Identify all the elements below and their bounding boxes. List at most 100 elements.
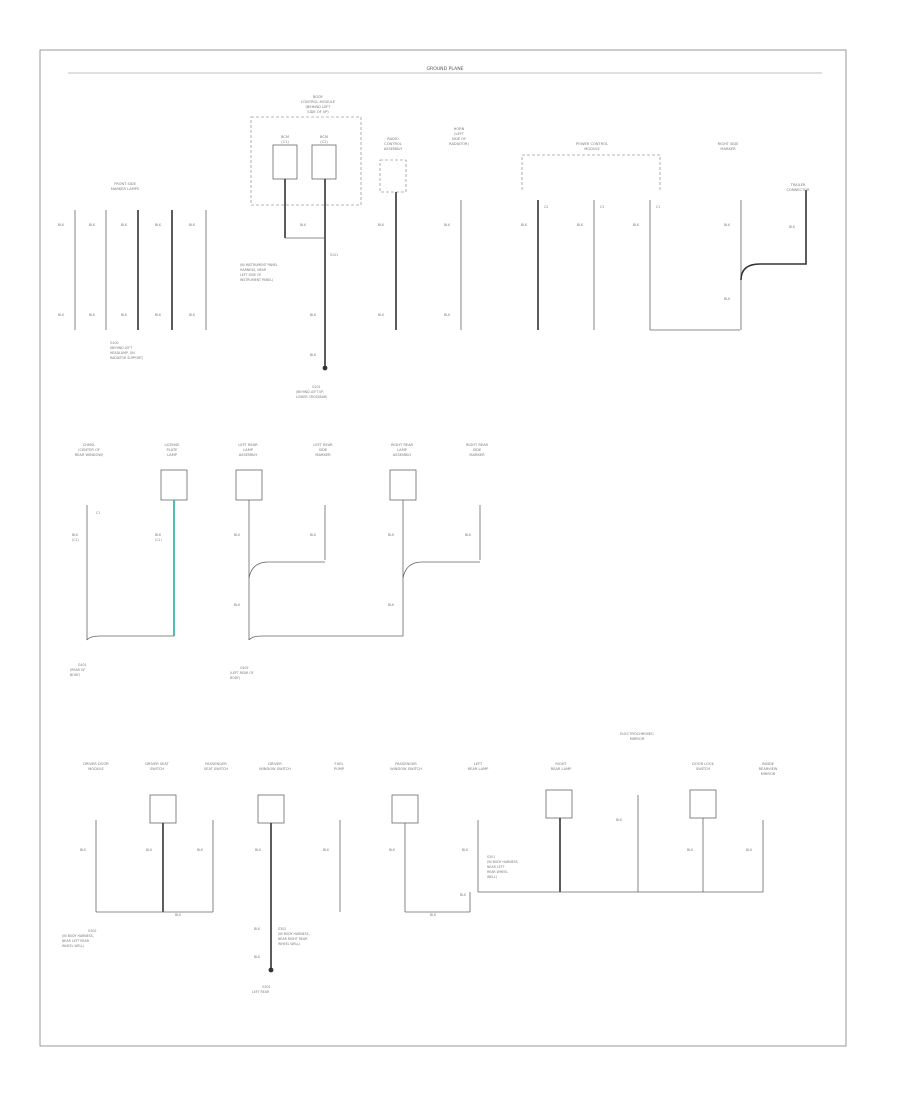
svg-text:(BEHIND LEFT: (BEHIND LEFT: [306, 105, 332, 109]
svg-text:(IN BODY HARNESS,: (IN BODY HARNESS,: [278, 932, 310, 936]
svg-text:BLK: BLK: [444, 313, 451, 317]
svg-text:CONNECTOR: CONNECTOR: [786, 188, 810, 192]
svg-text:G100: G100: [110, 341, 119, 345]
svg-text:BLK: BLK: [378, 223, 385, 227]
svg-text:(C1): (C1): [281, 140, 289, 144]
svg-text:DOOR LOCK: DOOR LOCK: [692, 762, 714, 766]
svg-text:DRIVER DOOR: DRIVER DOOR: [83, 762, 109, 766]
svg-text:BLK: BLK: [388, 603, 395, 607]
svg-text:MARKER: MARKER: [720, 147, 736, 151]
svg-text:MIRROR: MIRROR: [630, 737, 645, 741]
svg-text:S301: S301: [487, 855, 495, 859]
svg-text:SWITCH: SWITCH: [150, 767, 164, 771]
svg-text:BLK: BLK: [388, 533, 395, 537]
svg-text:REARVIEW: REARVIEW: [759, 767, 778, 771]
svg-text:BCM: BCM: [281, 135, 289, 139]
svg-text:WINDOW SWITCH: WINDOW SWITCH: [259, 767, 291, 771]
svg-text:BLK: BLK: [234, 603, 241, 607]
svg-text:G402: G402: [240, 666, 249, 670]
svg-text:LOWER CROSSBAR): LOWER CROSSBAR): [296, 395, 327, 399]
svg-text:SIDE: SIDE: [319, 448, 328, 452]
svg-text:BLK: BLK: [80, 848, 87, 852]
center-module: BODY CONTROL MODULE (BEHIND LEFT SIDE OF…: [240, 95, 362, 399]
svg-text:BLK: BLK: [146, 848, 153, 852]
svg-text:RADIATOR): RADIATOR): [449, 142, 469, 146]
svg-text:C1: C1: [656, 205, 660, 209]
svg-text:SIDE OF I/P): SIDE OF I/P): [307, 110, 329, 114]
svg-text:PLATE: PLATE: [167, 448, 179, 452]
svg-text:G201: G201: [312, 385, 321, 389]
svg-text:SEAT SWITCH: SEAT SWITCH: [204, 767, 228, 771]
svg-text:RIGHT REAR: RIGHT REAR: [391, 443, 414, 447]
svg-text:MARKER: MARKER: [315, 453, 331, 457]
svg-text:REAR LAMP: REAR LAMP: [551, 767, 573, 771]
svg-text:BLK: BLK: [616, 818, 623, 822]
svg-text:HORN: HORN: [454, 127, 465, 131]
svg-text:ASSEMBLY: ASSEMBLY: [239, 453, 258, 457]
svg-text:BLK: BLK: [89, 313, 96, 317]
svg-text:SWITCH: SWITCH: [696, 767, 710, 771]
svg-text:(IN BODY HARNESS: (IN BODY HARNESS: [487, 860, 518, 864]
svg-text:FUEL: FUEL: [335, 762, 344, 766]
svg-text:ELECTROCHROMIC: ELECTROCHROMIC: [620, 732, 654, 736]
svg-text:DRIVER: DRIVER: [268, 762, 282, 766]
svg-text:BLK: BLK: [724, 297, 731, 301]
svg-text:INSTRUMENT PANEL): INSTRUMENT PANEL): [240, 278, 273, 282]
svg-text:POWER CONTROL: POWER CONTROL: [576, 142, 608, 146]
svg-text:BCM: BCM: [320, 135, 328, 139]
svg-text:BLK: BLK: [58, 313, 65, 317]
svg-text:BLK: BLK: [300, 223, 307, 227]
svg-text:(C2): (C2): [320, 140, 328, 144]
svg-text:LAMP: LAMP: [243, 448, 254, 452]
svg-text:BLK: BLK: [254, 955, 261, 959]
svg-text:LAMP: LAMP: [397, 448, 408, 452]
svg-text:BLK: BLK: [72, 533, 79, 537]
svg-text:LEFT REAR: LEFT REAR: [252, 990, 270, 994]
svg-text:WINDOW SWITCH: WINDOW SWITCH: [390, 767, 422, 771]
svg-text:BODY: BODY: [313, 95, 324, 99]
svg-text:FRONT SIDE: FRONT SIDE: [114, 182, 137, 186]
svg-text:BLK: BLK: [444, 223, 451, 227]
svg-text:BLK: BLK: [310, 353, 317, 357]
svg-text:BLK: BLK: [189, 313, 196, 317]
svg-text:RIGHT REAR: RIGHT REAR: [466, 443, 489, 447]
svg-text:BLK: BLK: [189, 223, 196, 227]
svg-text:HEADLAMP, ON: HEADLAMP, ON: [110, 351, 135, 355]
svg-text:BLK: BLK: [789, 225, 796, 229]
svg-text:BLK: BLK: [155, 533, 162, 537]
svg-text:PASSENGER: PASSENGER: [205, 762, 227, 766]
svg-text:CONTROL MODULE: CONTROL MODULE: [301, 100, 336, 104]
svg-text:BLK: BLK: [155, 223, 162, 227]
svg-text:BLK: BLK: [462, 848, 469, 852]
svg-text:BLK: BLK: [121, 223, 128, 227]
svg-text:(IN BODY HARNESS,: (IN BODY HARNESS,: [62, 934, 94, 938]
svg-text:MARKER: MARKER: [469, 453, 485, 457]
svg-text:C1: C1: [96, 511, 100, 515]
power-control-group: POWER CONTROL MODULE C2 C3 C1 BLK BLK BL…: [521, 142, 740, 331]
middle-right-group: LEFT REAR LAMP ASSEMBLY LEFT REAR SIDE M…: [230, 443, 489, 680]
diagram-frame: [39, 49, 847, 1047]
svg-text:REAR WHEEL: REAR WHEEL: [487, 870, 508, 874]
svg-text:BLK: BLK: [121, 313, 128, 317]
page-title: GROUND PLANE: [426, 66, 463, 72]
svg-text:INSIDE: INSIDE: [762, 762, 775, 766]
svg-text:G302: G302: [88, 929, 97, 933]
front-lamps-group: FRONT SIDE MARKER LAMPS BLK BLK BLK BLK …: [58, 182, 207, 360]
svg-text:BLK: BLK: [89, 223, 96, 227]
svg-text:RADIATOR SUPPORT): RADIATOR SUPPORT): [110, 356, 143, 360]
svg-text:G301: G301: [262, 985, 271, 989]
svg-text:BLK: BLK: [465, 533, 472, 537]
svg-text:MODULE: MODULE: [88, 767, 104, 771]
svg-text:RIGHT SIDE: RIGHT SIDE: [718, 142, 739, 146]
svg-text:BLK: BLK: [255, 848, 262, 852]
svg-text:TRAILER: TRAILER: [790, 183, 806, 187]
svg-text:REAR LAMP: REAR LAMP: [468, 767, 490, 771]
svg-text:WELL): WELL): [487, 875, 497, 879]
svg-text:CHMSL: CHMSL: [83, 443, 96, 447]
svg-text:SIDE OF: SIDE OF: [452, 137, 466, 141]
svg-text:WHEEL WELL): WHEEL WELL): [278, 942, 300, 946]
svg-text:(IN INSTRUMENT PANEL: (IN INSTRUMENT PANEL: [240, 263, 278, 267]
svg-text:BLK: BLK: [724, 223, 731, 227]
svg-text:S302: S302: [278, 927, 286, 931]
svg-text:CONTROL: CONTROL: [384, 142, 402, 146]
